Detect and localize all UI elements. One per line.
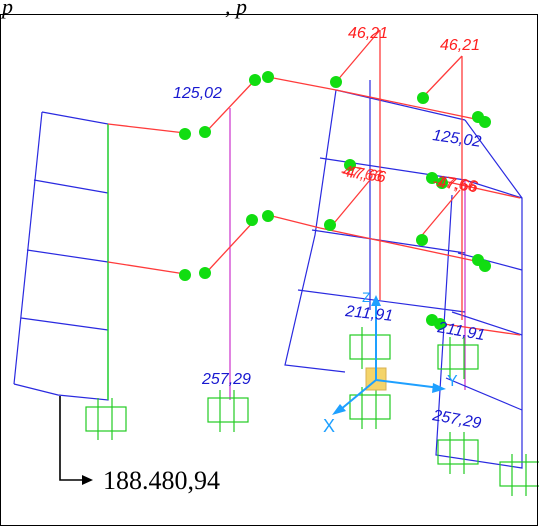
right-frame bbox=[435, 119, 523, 469]
axis-z-label: Z bbox=[362, 289, 371, 305]
support-right-3 bbox=[499, 454, 539, 496]
left-frame bbox=[13, 111, 109, 401]
axis-triad bbox=[332, 295, 446, 415]
annotation-value: 188.480,94 bbox=[103, 466, 220, 495]
support-center-1 bbox=[349, 327, 391, 369]
label-blue-top-right: 125,02 bbox=[431, 127, 482, 151]
label-red-mid-right-overlap: 17,66 bbox=[435, 173, 477, 195]
support-left-2 bbox=[207, 390, 249, 432]
axis-x-label: X bbox=[323, 416, 335, 436]
caption-text: p bbox=[2, 0, 13, 19]
magenta-columns bbox=[229, 108, 466, 400]
label-red-mid-right: -47,66 bbox=[431, 173, 478, 196]
supports bbox=[85, 327, 539, 496]
support-left-1 bbox=[85, 398, 127, 440]
label-red-mid-left-overlap: 47,66 bbox=[341, 163, 383, 185]
label-blue-bottom-left: 257,29 bbox=[201, 371, 251, 388]
annotation-callout bbox=[59, 396, 93, 485]
support-center-2 bbox=[349, 387, 391, 429]
axis-y-label: Y bbox=[447, 373, 458, 390]
label-blue-top-left: 125,02 bbox=[173, 85, 222, 102]
plastic-hinges bbox=[179, 71, 491, 330]
label-red-mid-left: -47,66 bbox=[339, 163, 386, 186]
label-red-top-right: 46,21 bbox=[440, 37, 480, 54]
force-labels: 46,21 46,21 125,02 125,02 -47,66 47,66 -… bbox=[173, 25, 486, 432]
support-right-1 bbox=[437, 337, 479, 379]
label-red-top-left: 46,21 bbox=[348, 25, 388, 42]
label-blue-mid-left: 211,91 bbox=[344, 303, 394, 325]
support-right-2 bbox=[437, 432, 479, 474]
